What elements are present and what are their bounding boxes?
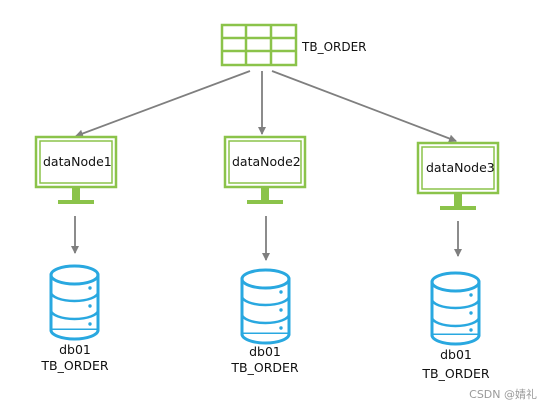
- arrow-to-node3: [271, 70, 457, 143]
- db-name: db01: [440, 347, 472, 362]
- node-label: dataNode2: [232, 154, 301, 169]
- monitor-icon: [416, 141, 500, 210]
- db-table: TB_ORDER: [230, 360, 299, 375]
- database-cylinder-icon: [240, 268, 291, 345]
- db-table: TB_ORDER: [421, 366, 490, 381]
- monitor-icon: [34, 135, 118, 204]
- db-name: db01: [59, 342, 91, 357]
- monitor-icon: [223, 135, 307, 204]
- data-node-2: dataNode2 db01 TB_ORDER: [223, 135, 307, 375]
- db-table: TB_ORDER: [40, 358, 109, 373]
- table-label: TB_ORDER: [301, 40, 367, 54]
- table-to-node-arrows: [75, 70, 457, 143]
- database-cylinder-icon: [430, 271, 481, 346]
- data-node-3: dataNode3 db01 TB_ORDER: [416, 141, 500, 381]
- table-grid-icon: [220, 23, 298, 67]
- node-label: dataNode1: [43, 154, 112, 169]
- data-node-1: dataNode1 db01 TB_ORDER: [34, 135, 118, 373]
- database-cylinder-icon: [49, 264, 100, 341]
- arrow-to-node1: [75, 70, 251, 138]
- node-label: dataNode3: [426, 160, 495, 175]
- watermark-text: CSDN @婧礼: [469, 387, 537, 401]
- db-name: db01: [249, 344, 281, 359]
